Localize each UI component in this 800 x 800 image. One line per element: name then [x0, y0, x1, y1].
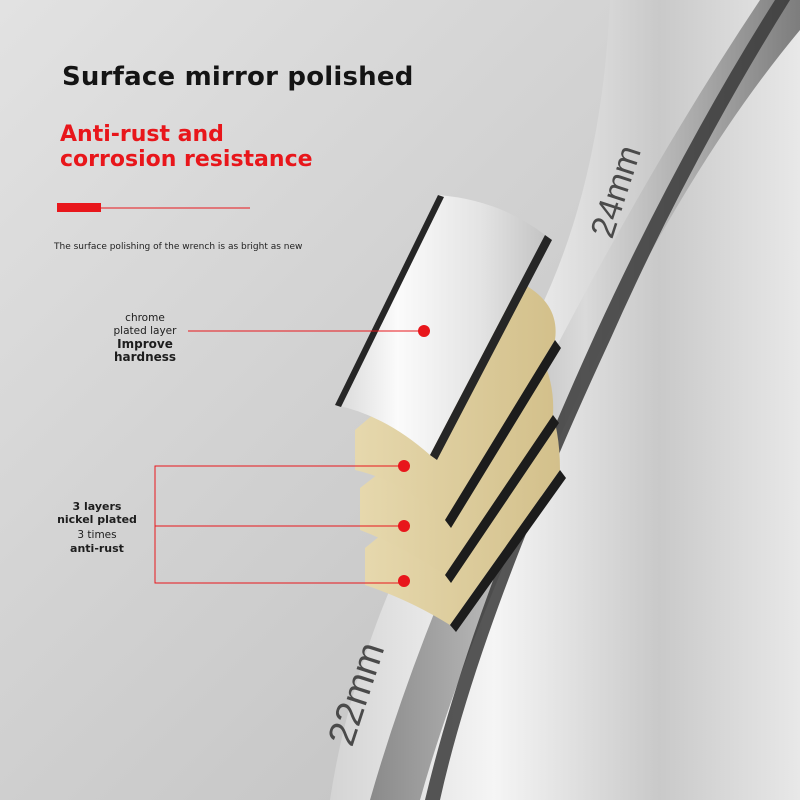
chrome-callout-line2: plated layer: [113, 325, 177, 337]
nickel-layer-3-edge: [450, 470, 566, 632]
accent-bar-thick: [57, 203, 101, 212]
nickel-callout-bracket: [154, 465, 404, 584]
nickel-callout-line4: anti-rust: [70, 542, 124, 555]
nickel-layer-1-edge: [445, 340, 561, 528]
subheadline-line2: corrosion resistance: [60, 147, 313, 172]
chrome-layer: [335, 195, 545, 455]
headline: Surface mirror polished: [62, 62, 414, 92]
subheadline-line1: Anti-rust and: [60, 122, 224, 147]
chrome-callout-line4: hardness: [113, 350, 177, 364]
chrome-layer-edge-right: [430, 235, 552, 460]
nickel-callout-line3: 3 times: [77, 529, 117, 541]
nickel-callout-dot-1: [398, 460, 410, 472]
nickel-callout-dot-3: [398, 575, 410, 587]
chrome-callout-line3: Improve: [117, 337, 173, 351]
nickel-callout-label: 3 layers nickel plated 3 times anti-rust: [52, 500, 142, 555]
nickel-layer-2-edge: [445, 415, 559, 583]
chrome-callout-dot: [418, 325, 430, 337]
nickel-callout-line2: nickel plated: [57, 513, 137, 526]
chrome-callout-line1: chrome: [125, 312, 165, 324]
description: The surface polishing of the wrench is a…: [54, 242, 303, 252]
chrome-callout-label: chrome plated layer Improve hardness: [104, 312, 186, 364]
chrome-layer-edge-left: [335, 195, 444, 407]
nickel-callout-dot-2: [398, 520, 410, 532]
nickel-callout-line1: 3 layers: [72, 500, 122, 513]
